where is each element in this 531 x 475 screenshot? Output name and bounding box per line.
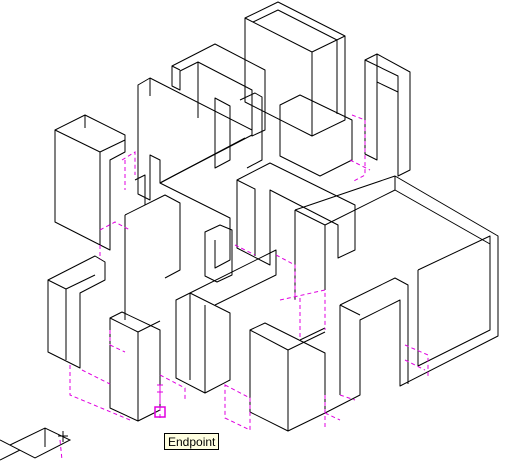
- hidden-lines: [59, 114, 429, 461]
- middle-walls: [124, 162, 356, 320]
- endpoint-snap-marker: [154, 384, 166, 418]
- ucs-icon: [0, 427, 72, 461]
- right-end-wall: [364, 53, 411, 177]
- left-upper-block: [54, 114, 126, 251]
- lower-left-block: [47, 255, 106, 369]
- back-tower: [244, 1, 346, 137]
- endpoint-tooltip: Endpoint: [164, 433, 220, 450]
- back-left-frame: [171, 43, 266, 137]
- front-right-walls: [249, 322, 326, 432]
- lower-center-walls: [109, 249, 277, 422]
- right-room-box: [294, 175, 499, 414]
